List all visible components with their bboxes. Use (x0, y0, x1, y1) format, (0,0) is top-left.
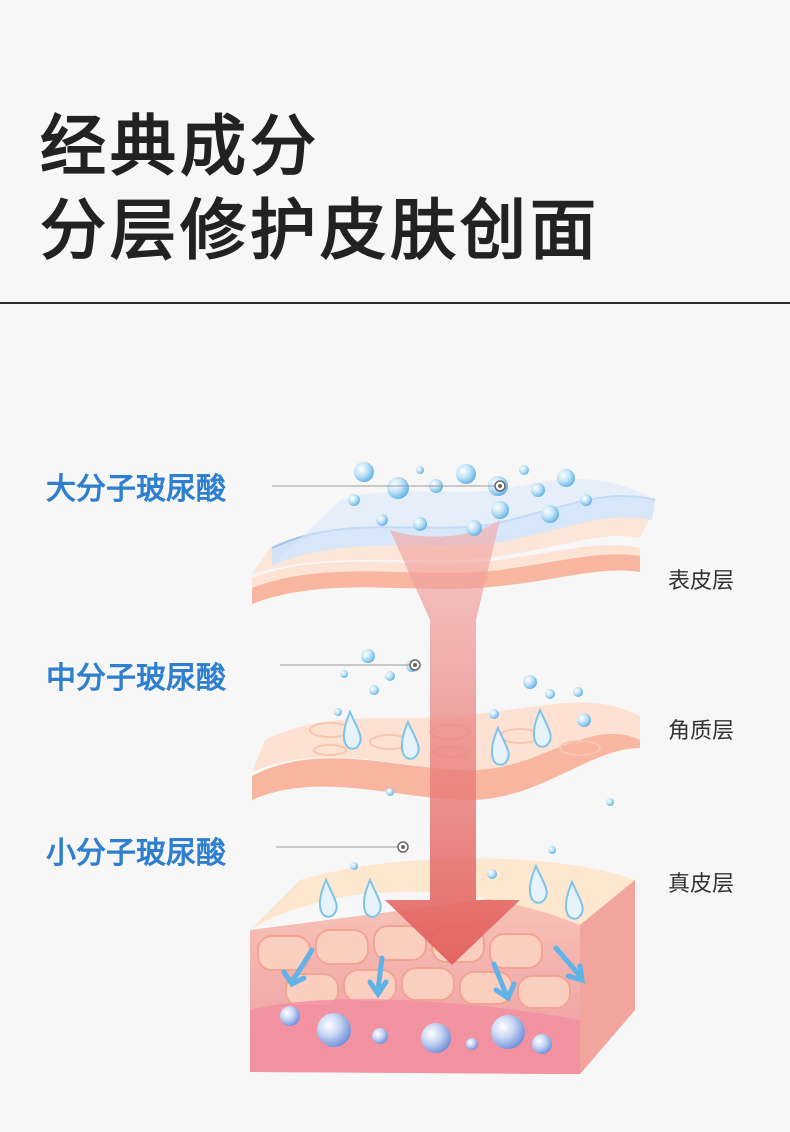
label-epidermis: 表皮层 (668, 569, 735, 594)
label-large-molecule-ha: 大分子玻尿酸 (46, 472, 226, 507)
headline: 经典成分 分层修护皮肤创面 (40, 105, 600, 273)
droplets (318, 707, 584, 920)
headline-line-2: 分层修护皮肤创面 (40, 192, 600, 269)
label-corneum: 角质层 (668, 719, 735, 744)
headline-line-1: 经典成分 (40, 108, 320, 185)
divider-line (0, 302, 790, 304)
label-dermis: 真皮层 (668, 872, 735, 897)
label-medium-molecule-ha: 中分子玻尿酸 (46, 661, 226, 696)
diffusion-arrows (281, 945, 586, 1002)
pointer-lines (272, 485, 498, 848)
molecule-bubbles (280, 462, 614, 1054)
penetration-arrow (385, 520, 520, 965)
label-small-molecule-ha: 小分子玻尿酸 (46, 836, 226, 871)
